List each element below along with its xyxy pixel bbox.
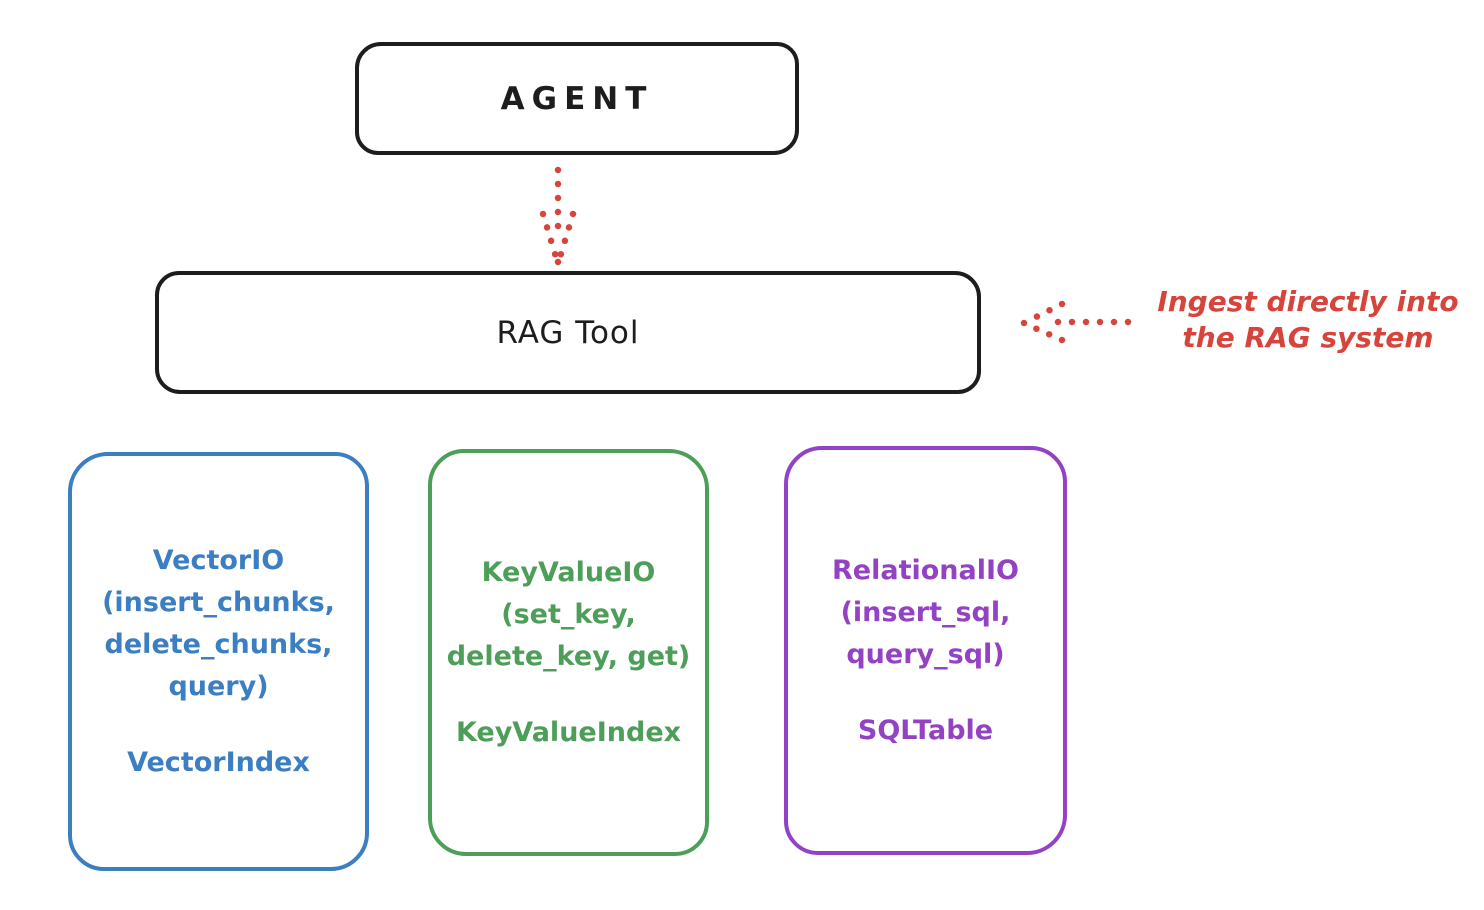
relational-io-lines: RelationalIO (insert_sql, query_sql) — [832, 550, 1019, 676]
relational-io-node: RelationalIO (insert_sql, query_sql) SQL… — [784, 446, 1067, 855]
relational-io-fn2: query_sql) — [846, 638, 1005, 670]
ingest-annotation-line2: the RAG system — [1182, 321, 1434, 354]
keyvalue-io-lines: KeyValueIO (set_key, delete_key, get) — [447, 552, 691, 678]
relational-io-fn1: (insert_sql, — [840, 596, 1011, 628]
vector-index-label: VectorIndex — [127, 746, 310, 778]
rag-tool-node: RAG Tool — [155, 271, 981, 394]
vector-io-lines: VectorIO (insert_chunks, delete_chunks, … — [102, 540, 335, 708]
vector-io-fn2: delete_chunks, — [104, 628, 333, 660]
vector-io-fn1: (insert_chunks, — [102, 586, 335, 618]
keyvalue-io-title: KeyValueIO — [481, 556, 656, 588]
vector-io-node: VectorIO (insert_chunks, delete_chunks, … — [68, 452, 369, 871]
keyvalue-index-label: KeyValueIndex — [455, 716, 682, 748]
ingest-to-ragtool-arrow-icon — [1020, 300, 1132, 344]
ingest-annotation: Ingest directly into the RAG system — [1138, 284, 1478, 356]
agent-node: AGENT — [355, 42, 799, 155]
agent-to-ragtool-arrow-icon — [539, 166, 577, 266]
relational-io-title: RelationalIO — [832, 554, 1019, 586]
vector-io-fn3: query) — [168, 670, 269, 702]
rag-tool-label: RAG Tool — [496, 314, 640, 351]
sql-table-label: SQLTable — [857, 714, 994, 746]
agent-label: AGENT — [500, 80, 654, 117]
keyvalue-io-fn2: delete_key, get) — [446, 640, 691, 672]
ingest-annotation-line1: Ingest directly into — [1157, 285, 1459, 318]
keyvalue-io-node: KeyValueIO (set_key, delete_key, get) Ke… — [428, 449, 709, 856]
vector-io-title: VectorIO — [152, 544, 285, 576]
keyvalue-io-fn1: (set_key, — [501, 598, 636, 630]
